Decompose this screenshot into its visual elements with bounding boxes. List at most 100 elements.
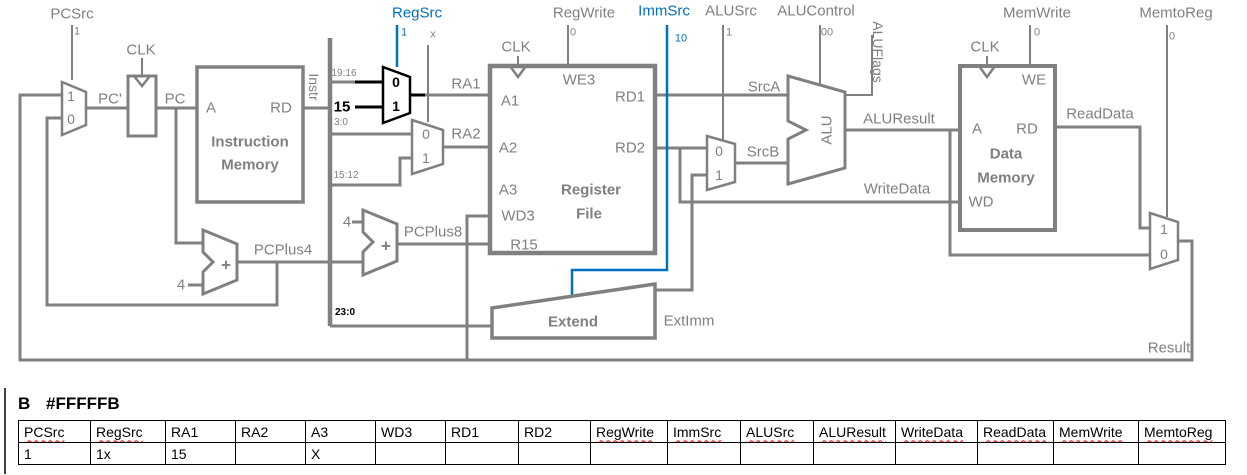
- col-label: WD3: [381, 423, 413, 440]
- cell-readdata[interactable]: [977, 442, 1054, 465]
- col-label: ALUResult: [819, 423, 886, 440]
- pcplus4-label: PCPlus4: [253, 241, 313, 259]
- regfile-port-a1: A1: [500, 92, 520, 110]
- col-label: MemWrite: [1059, 423, 1123, 440]
- col-rd2: RD2: [518, 420, 591, 443]
- datamem-port-we: WE: [1021, 71, 1047, 89]
- pcplus4-adder: [201, 227, 239, 297]
- datamem-port-wd: WD: [968, 193, 994, 211]
- alu-block: [786, 74, 847, 186]
- cell-wd3[interactable]: [375, 442, 446, 465]
- pcsrc-value: 1: [73, 25, 81, 38]
- result-label: Result: [1147, 339, 1191, 357]
- plus-adder2: +: [381, 236, 391, 256]
- immsrc-value: 10: [674, 32, 688, 45]
- regfile-port-r15: R15: [510, 236, 538, 254]
- col-pcsrc: PCSrc: [18, 420, 91, 443]
- immsrc-label: ImmSrc: [638, 2, 690, 20]
- instruction-mnemonic: B: [18, 394, 31, 413]
- cell-regwrite[interactable]: [590, 442, 668, 465]
- cell-aluresult[interactable]: [813, 442, 896, 465]
- memtoreg-label: MemtoReg: [1139, 4, 1213, 22]
- cell-rd1[interactable]: [445, 442, 519, 465]
- col-label: ImmSrc: [673, 423, 722, 440]
- ra1-mux-0: 0: [392, 74, 400, 90]
- col-label: RD2: [524, 423, 553, 440]
- col-regsrc: RegSrc: [90, 420, 166, 443]
- regfile-port-we3: WE3: [562, 71, 596, 89]
- pcsrc-label: PCSrc: [50, 5, 94, 23]
- pc-mux-0: 0: [67, 111, 75, 127]
- col-memtoreg: MemtoReg: [1138, 420, 1226, 443]
- srca-label: SrcA: [747, 78, 781, 96]
- ra1-mux-active: [381, 65, 412, 125]
- cell-immsrc[interactable]: [667, 442, 741, 465]
- col-alusrc: ALUSrc: [740, 420, 814, 443]
- writedata-wire: [678, 148, 960, 204]
- aluflags-label: ALUFlags: [870, 21, 886, 83]
- cell-memwrite[interactable]: [1053, 442, 1139, 465]
- alusrc-value: 1: [725, 26, 733, 39]
- datamem-port-a: A: [971, 120, 983, 138]
- col-label: RA2: [241, 423, 269, 440]
- regfile-title-2: File: [576, 205, 602, 223]
- regfile-port-rd1: RD1: [614, 88, 646, 106]
- result-feedback-wire: [18, 93, 1194, 362]
- bits-15-12-wire: [330, 156, 412, 187]
- aluresult-branch-wire: [948, 130, 1150, 257]
- ra2-label: RA2: [451, 125, 481, 143]
- cell-rd2[interactable]: [518, 442, 591, 465]
- pc-mux: [60, 80, 88, 137]
- pc-label: PC: [164, 90, 186, 108]
- extimm-label: ExtImm: [663, 312, 715, 330]
- aluflags-wire: [845, 35, 873, 96]
- col-label: RegSrc: [96, 423, 143, 440]
- cell-a3[interactable]: X: [305, 442, 376, 465]
- col-label: A3: [311, 423, 329, 440]
- writedata-label: WriteData: [863, 180, 931, 198]
- clk-label-regfile: CLK: [501, 38, 531, 56]
- srcb-mux-0: 0: [715, 143, 723, 159]
- bits-19-16-label: 19:16: [331, 68, 357, 79]
- instr-label: Instr: [306, 73, 322, 101]
- col-wd3: WD3: [375, 420, 446, 443]
- cell-alusrc[interactable]: [740, 442, 814, 465]
- regsrc-value-bit0: 1: [400, 26, 408, 39]
- col-label: PCSrc: [24, 423, 65, 440]
- regfile-port-wd3: WD3: [501, 207, 535, 225]
- cell-pcsrc[interactable]: 1: [18, 442, 91, 465]
- const4-label-adder1: 4: [176, 276, 186, 294]
- cell-ra2[interactable]: [235, 442, 306, 465]
- pc-to-adder-wire: [174, 108, 203, 245]
- cell-ra1[interactable]: 15: [165, 442, 236, 465]
- col-writedata: WriteData: [895, 420, 978, 443]
- memtoreg-value: 0: [1168, 30, 1176, 43]
- bits-23-0-label: 23:0: [334, 307, 356, 318]
- regfile-port-a3: A3: [498, 181, 518, 199]
- clock-triangle-datamem: [977, 65, 997, 80]
- extend-title: Extend: [547, 313, 599, 331]
- pcplus8-label: PCPlus8: [403, 223, 463, 241]
- regwrite-label: RegWrite: [552, 4, 616, 22]
- cell-memtoreg[interactable]: [1138, 442, 1226, 465]
- instrmem-port-a: A: [205, 99, 217, 117]
- srcb-mux-1: 1: [715, 167, 723, 183]
- col-immsrc: ImmSrc: [667, 420, 741, 443]
- alusrc-label: ALUSrc: [705, 2, 757, 20]
- bits-15-12-label: 15:12: [333, 170, 359, 181]
- cell-writedata[interactable]: [895, 442, 978, 465]
- datamem-port-rd: RD: [1016, 120, 1038, 138]
- memwrite-value: 0: [1033, 26, 1041, 39]
- regsrc-value-bit1: x: [430, 28, 436, 41]
- extend-block: [490, 281, 657, 340]
- clock-triangle-regfile: [508, 65, 528, 80]
- pcplus8-adder: [361, 207, 399, 278]
- srcb-mux: [705, 134, 737, 192]
- instrmem-title-2: Memory: [221, 156, 279, 174]
- alucontrol-value: 00: [820, 26, 834, 39]
- data-memory-block: [958, 64, 1057, 232]
- col-rd1: RD1: [445, 420, 519, 443]
- cell-regsrc[interactable]: 1x: [90, 442, 166, 465]
- instrmem-title-1: Instruction: [211, 133, 289, 151]
